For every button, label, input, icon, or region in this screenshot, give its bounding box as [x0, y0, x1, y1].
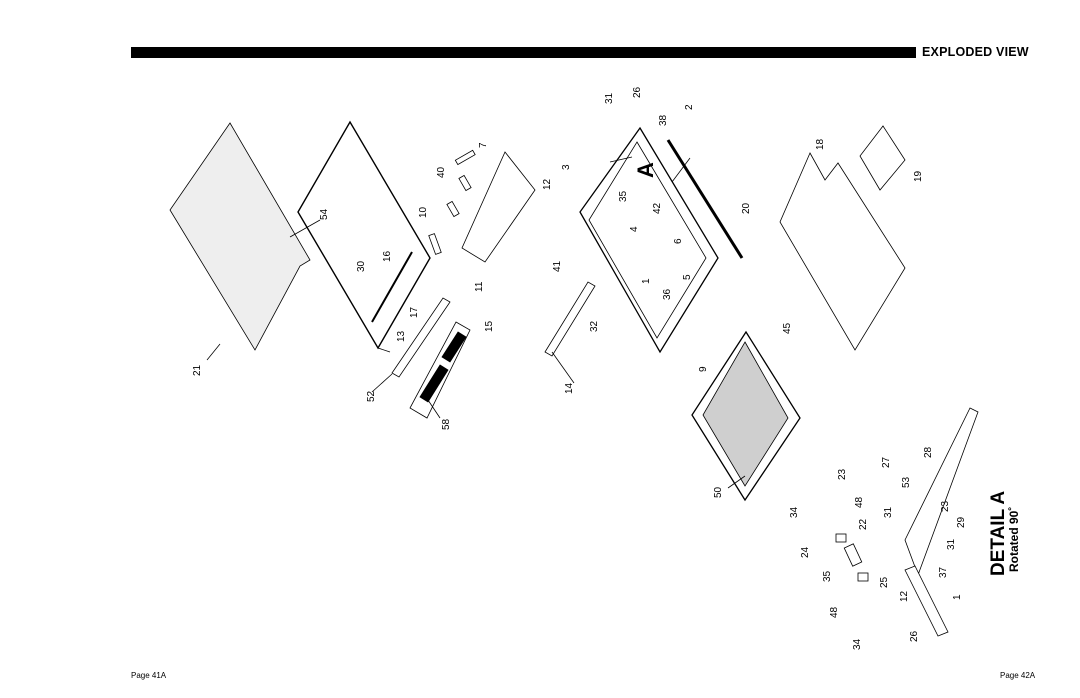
part-label: 25 [879, 576, 890, 588]
button-window-a [441, 331, 467, 363]
bracket-plate [461, 151, 536, 263]
part-label: 41 [552, 260, 563, 272]
part-label: 20 [741, 202, 752, 214]
part-label: 27 [881, 456, 892, 468]
detail-marker: A [633, 162, 658, 178]
detail-subtitle: Rotated 90˚ [1007, 507, 1021, 572]
part-label: 50 [713, 486, 724, 498]
part-label: 3 [561, 164, 572, 170]
part-label: 26 [632, 86, 643, 98]
lcd-screen [702, 341, 789, 487]
part-label: 23 [837, 468, 848, 480]
part-labels: 21 54 30 16 13 17 52 58 15 14 10 11 40 7… [192, 86, 967, 650]
rear-cover-panel [779, 152, 906, 351]
pcb-strip [391, 297, 451, 378]
part-label: 15 [484, 320, 495, 332]
part-label: 2 [684, 104, 695, 110]
part-label: 38 [658, 114, 669, 126]
part-label: 4 [629, 226, 640, 232]
main-frame-inner [588, 141, 707, 339]
part-label: 1 [952, 594, 963, 600]
page-number-left: Page 41A [131, 671, 167, 680]
part-label: 32 [589, 320, 600, 332]
part-label: 48 [854, 496, 865, 508]
part-24 [835, 533, 847, 543]
part-label: 53 [901, 476, 912, 488]
part-10 [428, 233, 442, 255]
part-label: 17 [409, 306, 420, 318]
part-label: 9 [698, 366, 709, 372]
part-label: 34 [789, 506, 800, 518]
part-19-box [859, 125, 906, 191]
part-label: 7 [478, 142, 489, 148]
part-label: 18 [815, 138, 826, 150]
part-label: 45 [782, 322, 793, 334]
part-label: 14 [564, 382, 575, 394]
part-label: 36 [662, 288, 673, 300]
part-label: 12 [542, 178, 553, 190]
part-bracket-b [446, 200, 460, 218]
part-label: 28 [923, 446, 934, 458]
part-22 [843, 543, 863, 567]
part-label: 19 [913, 170, 924, 182]
part-label: 16 [382, 250, 393, 262]
detail-rail [904, 407, 979, 577]
detail-rail-lower [904, 565, 949, 637]
part-label: 5 [682, 274, 693, 280]
part-label: 34 [852, 638, 863, 650]
part-label: 11 [474, 281, 485, 292]
part-label: 48 [829, 606, 840, 618]
part-label: 21 [192, 364, 203, 376]
part-label: 6 [673, 238, 684, 244]
strip-2 [666, 139, 744, 259]
part-label: 35 [618, 190, 629, 202]
detail-title: DETAIL A [988, 491, 1009, 576]
part-label: 29 [956, 516, 967, 528]
part-label: 31 [946, 538, 957, 550]
part-bracket-a [458, 174, 472, 192]
part-label: 26 [909, 630, 920, 642]
part-40-strip [454, 149, 476, 166]
part-label: 40 [436, 166, 447, 178]
connector-strip [544, 281, 596, 357]
part-label: 42 [652, 202, 663, 214]
part-label: 1 [641, 278, 652, 284]
part-label: 30 [356, 260, 367, 272]
part-35 [857, 572, 869, 582]
part-label: 54 [319, 208, 330, 220]
part-label: 12 [899, 590, 910, 602]
part-label: 58 [441, 418, 452, 430]
part-label: 35 [822, 570, 833, 582]
page-number-right: Page 42A [1000, 671, 1036, 680]
part-label: 23 [940, 500, 951, 512]
part-label: 52 [366, 390, 377, 402]
part-label: 13 [396, 330, 407, 342]
part-label: 10 [418, 206, 429, 218]
part-label: 22 [858, 518, 869, 530]
part-label: 37 [938, 566, 949, 578]
header-bar [131, 47, 916, 58]
button-window-b [419, 364, 449, 403]
part-label: 31 [604, 92, 615, 104]
part-label: 24 [800, 546, 811, 558]
back-cover-panel [169, 122, 311, 351]
page-title: EXPLODED VIEW [922, 45, 1029, 59]
part-label: 31 [883, 506, 894, 518]
